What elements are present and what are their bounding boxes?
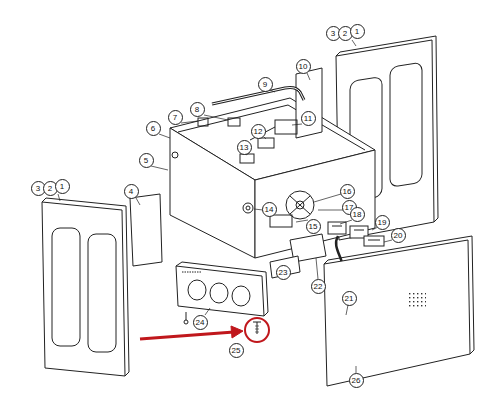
callout-number: 1	[55, 179, 70, 194]
callout-number: 5	[139, 153, 154, 168]
components	[172, 118, 297, 163]
housing	[170, 98, 375, 258]
callout-number: 23	[276, 265, 291, 280]
highlight-ring	[245, 318, 269, 342]
callout-number: 16	[340, 184, 355, 199]
control-panel	[176, 262, 268, 324]
front-panel	[324, 236, 474, 386]
callout-number: 9	[258, 77, 273, 92]
callout-number: 15	[306, 219, 321, 234]
callout-number: 10	[296, 59, 311, 74]
leader-lines	[58, 40, 392, 373]
callout-number: 26	[349, 373, 364, 388]
callout-number: 12	[251, 124, 266, 139]
callout-number: 22	[311, 279, 326, 294]
callout-number: 14	[262, 202, 277, 217]
screw	[253, 322, 261, 334]
tube	[212, 88, 304, 105]
callout-number: 20	[391, 228, 406, 243]
callout-number: 11	[301, 111, 316, 126]
side-panel	[42, 198, 129, 376]
callout-number: 8	[190, 102, 205, 117]
callout-number: 6	[146, 121, 161, 136]
callout-number: 18	[350, 207, 365, 222]
pointer-arrowhead	[231, 326, 243, 338]
callout-number: 4	[124, 184, 139, 199]
callout-number: 21	[342, 291, 357, 306]
rear-panel	[296, 68, 322, 138]
callout-number: 13	[237, 140, 252, 155]
callout-number: 19	[375, 215, 390, 230]
callout-number: 25	[229, 343, 244, 358]
callout-number: 24	[193, 315, 208, 330]
callout-number: 1	[350, 24, 365, 39]
pointer-arrow	[140, 332, 234, 339]
inner-panel	[130, 194, 162, 266]
callout-number: 7	[168, 110, 183, 125]
